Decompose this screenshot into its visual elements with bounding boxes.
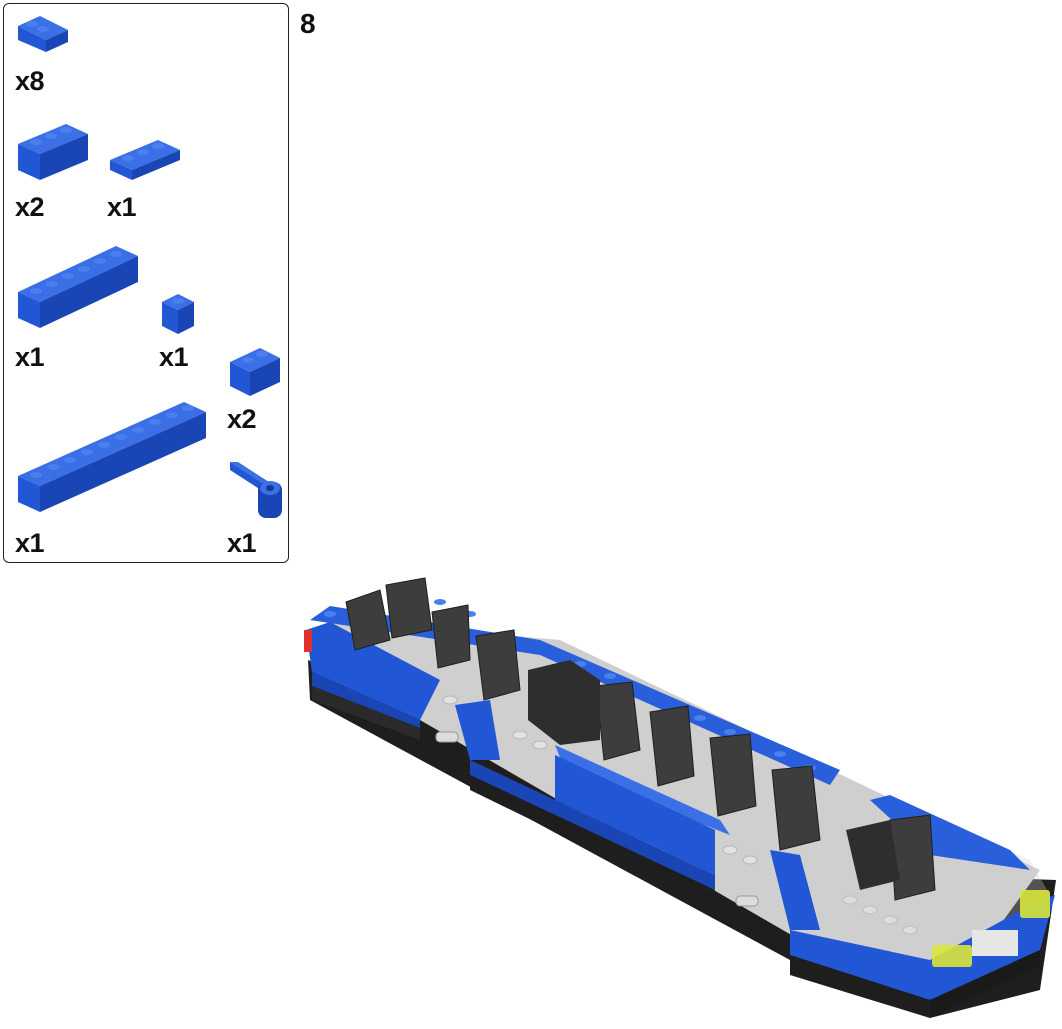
part-qty: x2 (15, 192, 45, 222)
part-qty: x1 (107, 192, 137, 222)
slope-brick-1x2-part (16, 14, 76, 56)
step-number: 8 (300, 8, 316, 39)
brick-1x6-part (16, 244, 140, 334)
brick-1x1-part (160, 292, 196, 336)
plate-1x2-with-clip-part (228, 460, 284, 522)
part-qty: x1 (227, 528, 257, 558)
brick-1x10-part (16, 400, 208, 518)
brick-1x2-part (228, 346, 282, 398)
part-qty: x1 (15, 528, 45, 558)
part-qty: x2 (227, 404, 257, 434)
parts-list-panel: x8 x2 x1 (3, 3, 289, 563)
part-qty: x8 (15, 66, 45, 96)
part-qty: x1 (15, 342, 45, 372)
part-qty: x1 (159, 342, 189, 372)
brick-1x3-part (16, 122, 90, 182)
plate-1x3-part (108, 138, 182, 184)
